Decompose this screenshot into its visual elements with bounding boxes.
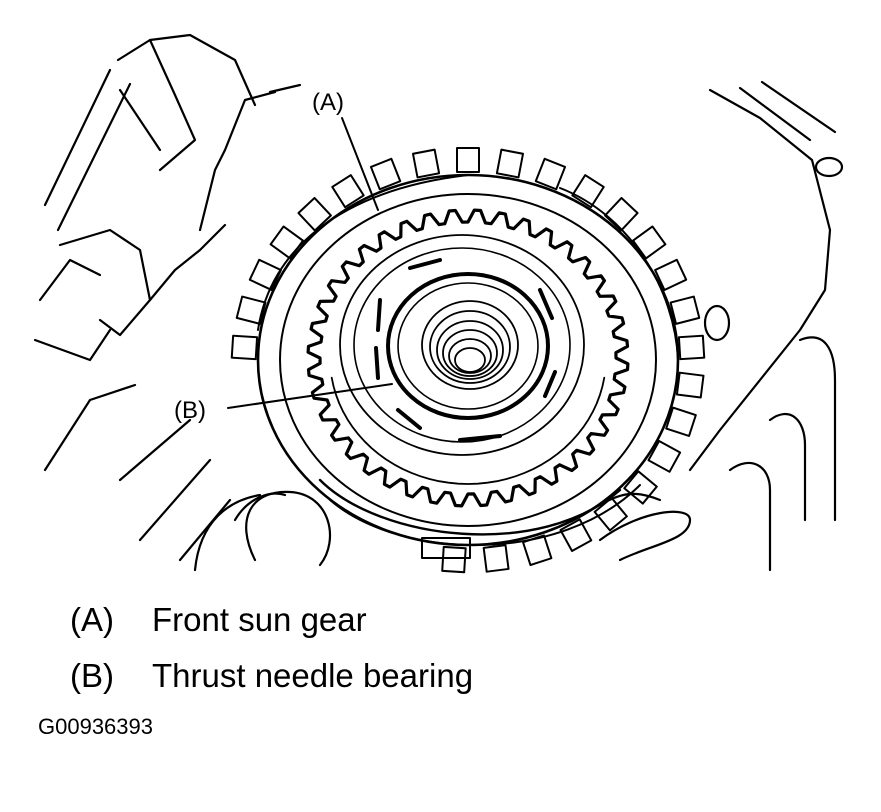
clutch-tab xyxy=(623,470,658,505)
legend-label: Thrust needle bearing xyxy=(152,657,474,694)
clutch-tab xyxy=(675,371,705,399)
clutch-tab xyxy=(647,439,682,473)
legend-label: Front sun gear xyxy=(152,601,367,638)
clutch-tab xyxy=(235,295,267,325)
clutch-tab xyxy=(665,406,697,437)
legend: (A) Front sun gear (B) Thrust needle bea… xyxy=(70,592,473,704)
clutch-tab xyxy=(441,545,467,574)
clutch-tab xyxy=(571,174,605,209)
housing-left xyxy=(33,33,302,562)
clutch-tab xyxy=(632,225,667,260)
hub-bore xyxy=(421,300,519,390)
leader-line-b xyxy=(227,383,393,409)
sun-gear-hub-rim xyxy=(330,376,606,485)
clutch-tab xyxy=(482,544,510,573)
clutch-tab xyxy=(421,537,471,559)
legend-key: (B) xyxy=(70,657,114,694)
clutch-tab xyxy=(604,196,639,232)
clutch-tab xyxy=(230,334,259,361)
clutch-tab xyxy=(495,148,525,179)
callout-a: (A) xyxy=(312,89,344,116)
clutch-tab xyxy=(456,147,480,173)
carrier-rings xyxy=(339,234,585,456)
clutch-tab xyxy=(522,534,553,567)
transmission-diagram: (A) (B) xyxy=(33,33,844,574)
clutch-tab xyxy=(411,148,441,179)
clutch-tab xyxy=(677,334,706,361)
front-sun-gear xyxy=(306,208,630,508)
clutch-tab xyxy=(559,518,593,553)
housing-right xyxy=(598,80,844,572)
clutch-tab xyxy=(331,174,365,209)
legend-item: (B) Thrust needle bearing xyxy=(70,648,473,704)
outer-drum xyxy=(256,173,680,547)
housing-bosses xyxy=(193,490,332,572)
clutch-tab xyxy=(654,258,688,291)
legend-item: (A) Front sun gear xyxy=(70,592,473,648)
clutch-tab xyxy=(534,157,567,191)
figure-id: G00936393 xyxy=(38,714,153,739)
clutch-tab xyxy=(593,496,628,532)
clutch-tab xyxy=(269,225,304,260)
clutch-tab xyxy=(669,295,701,325)
clutch-tab xyxy=(297,196,332,232)
callout-b: (B) xyxy=(174,397,206,424)
thrust-needle-bearing xyxy=(386,272,550,420)
clutch-tab xyxy=(248,258,282,291)
legend-key: (A) xyxy=(70,601,114,638)
leader-line-a xyxy=(341,117,379,211)
clutch-tabs xyxy=(230,147,706,574)
clutch-tab xyxy=(369,157,402,191)
